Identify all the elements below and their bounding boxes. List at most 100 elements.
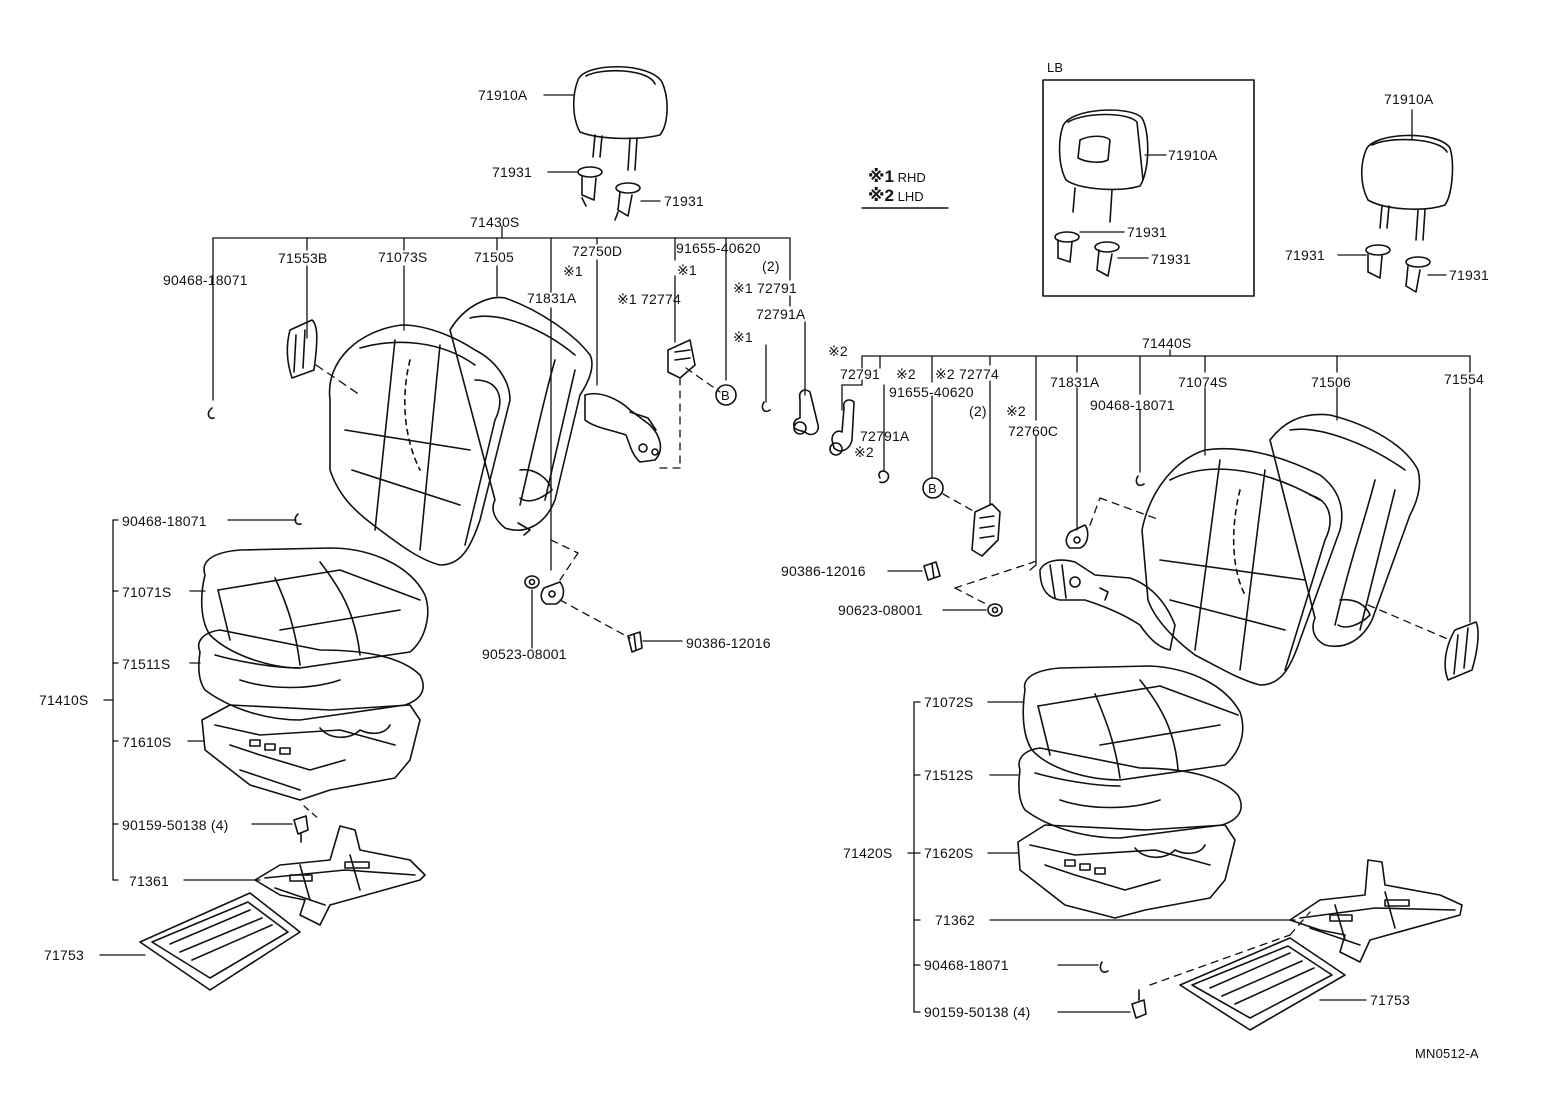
clip-right-upper <box>1135 475 1145 487</box>
label-71430S: 71430S <box>470 214 520 230</box>
label-71931-right-a: 71931 <box>1285 247 1325 263</box>
recliner-72760C <box>1039 559 1176 651</box>
seat-cushion-pad-right <box>1018 747 1242 839</box>
legend-text-rhd: RHD <box>897 170 926 185</box>
bracket-71831A-left <box>540 581 565 605</box>
label-71753-a: 71753 <box>44 947 84 963</box>
label-90468-18071-b: 90468-18071 <box>122 513 207 529</box>
label-71410S: 71410S <box>39 692 89 708</box>
seatback-cover-left <box>328 324 511 566</box>
label-71506: 71506 <box>1311 374 1351 390</box>
label-71074S: 71074S <box>1178 374 1228 390</box>
label-71831A-b: 71831A <box>1050 374 1100 390</box>
bolt-90159-left <box>293 815 309 843</box>
trim-cover-71554 <box>1444 621 1479 681</box>
clip-91655-left <box>761 401 771 413</box>
label-90468-18071-d: 90468-18071 <box>924 957 1009 973</box>
bracket-71420S <box>907 701 1296 1013</box>
leader-lines-left <box>212 94 806 571</box>
seat-cushion-pad-left <box>198 629 424 721</box>
label-71071S: 71071S <box>122 584 172 600</box>
label-x1-c: ※1 <box>733 329 753 345</box>
bracket-71831A-right <box>1065 524 1089 549</box>
seat-cushion-cover-right <box>1022 665 1244 781</box>
label-x1-a: ※1 <box>563 263 583 279</box>
label-71931-inset-b: 71931 <box>1151 251 1191 267</box>
trim-cover-71553B <box>286 319 318 379</box>
label-71072S: 71072S <box>924 694 974 710</box>
label-x1-b: ※1 <box>677 262 697 278</box>
clip-right-lower <box>1099 961 1109 973</box>
label-72791-b: 72791 <box>840 366 880 382</box>
nut-90523-left <box>524 575 540 589</box>
seatback-pad-left <box>449 296 593 536</box>
label-71910A-right: 71910A <box>1384 91 1434 107</box>
label-x2-c: ※2 <box>854 444 874 460</box>
label-71362: 71362 <box>935 912 975 928</box>
clip-left-lower <box>294 513 302 526</box>
label-71831A-a: 71831A <box>527 290 577 306</box>
label-90386-12016-b: 90386-12016 <box>781 563 866 579</box>
label-71753-b: 71753 <box>1370 992 1410 1008</box>
release-lever-left <box>792 389 820 436</box>
label-71554: 71554 <box>1444 371 1484 387</box>
hinge-cover-right <box>971 503 1001 557</box>
label-x2-72774: ※2 72774 <box>935 366 999 382</box>
callout-b-right <box>922 477 944 499</box>
release-lever-right <box>829 399 855 456</box>
dashed-lines-right <box>954 497 1451 641</box>
seat-frame-left <box>201 704 421 801</box>
label-71931-left-a: 71931 <box>492 164 532 180</box>
seat-frame-right <box>1017 824 1236 919</box>
label-90523-08001-a: 90523-08001 <box>482 646 567 662</box>
bolt-90386-left <box>627 631 643 653</box>
label-71511S: 71511S <box>122 656 171 672</box>
headrest-left <box>572 65 668 171</box>
label-2-b: (2) <box>969 403 987 419</box>
legend-text-lhd: LHD <box>897 189 924 204</box>
label-91655-40620-a: 91655-40620 <box>676 240 761 256</box>
label-90159-50138-a: 90159-50138 (4) <box>122 817 229 833</box>
seat-cushion-cover-left <box>200 547 429 669</box>
label-71620S: 71620S <box>924 845 974 861</box>
headrest-guide-left <box>577 166 641 221</box>
bolt-90159-right <box>1131 989 1147 1019</box>
label-x2-a: ※2 <box>828 343 848 359</box>
label-x2-b: ※2 <box>896 366 916 382</box>
label-71361: 71361 <box>129 873 169 889</box>
label-71931-right-b: 71931 <box>1449 267 1489 283</box>
seatback-pad-right <box>1269 413 1421 647</box>
callout-b-right-label: B <box>928 481 937 496</box>
label-71512S: 71512S <box>924 767 974 783</box>
label-71931-inset-a: 71931 <box>1127 224 1167 240</box>
seat-adjuster-left <box>254 825 426 926</box>
label-90386-12016-a: 90386-12016 <box>686 635 771 651</box>
bracket-71410S <box>99 519 297 956</box>
label-71610S: 71610S <box>122 734 172 750</box>
label-x1-72791: ※1 72791 <box>733 280 797 296</box>
hinge-cover-left <box>667 339 696 379</box>
callout-b-left-label: B <box>721 388 730 403</box>
nut-90623-right <box>987 603 1003 617</box>
label-x2-d: ※2 <box>1006 403 1026 419</box>
legend-rhd: ※1 RHD <box>868 168 926 187</box>
callout-b-left <box>715 384 737 406</box>
label-90468-18071-a: 90468-18071 <box>163 272 248 288</box>
seat-adjuster-right <box>1289 859 1463 963</box>
label-71420S: 71420S <box>843 845 893 861</box>
label-71073S: 71073S <box>378 249 428 265</box>
label-x1-72774: ※1 72774 <box>617 291 681 307</box>
label-71505: 71505 <box>474 249 514 265</box>
label-72760C: 72760C <box>1008 423 1059 439</box>
clip-91655-right <box>878 470 890 484</box>
label-71910A-left: 71910A <box>478 87 528 103</box>
label-91655-40620-b: 91655-40620 <box>889 384 974 400</box>
figure-code: MN0512-A <box>1415 1046 1479 1061</box>
tray-71753-left <box>139 892 301 991</box>
label-90468-18071-c: 90468-18071 <box>1090 397 1175 413</box>
legend-lhd: ※2 LHD <box>868 187 926 206</box>
label-72791A-a: 72791A <box>756 306 806 322</box>
clip-left-upper <box>207 407 215 420</box>
